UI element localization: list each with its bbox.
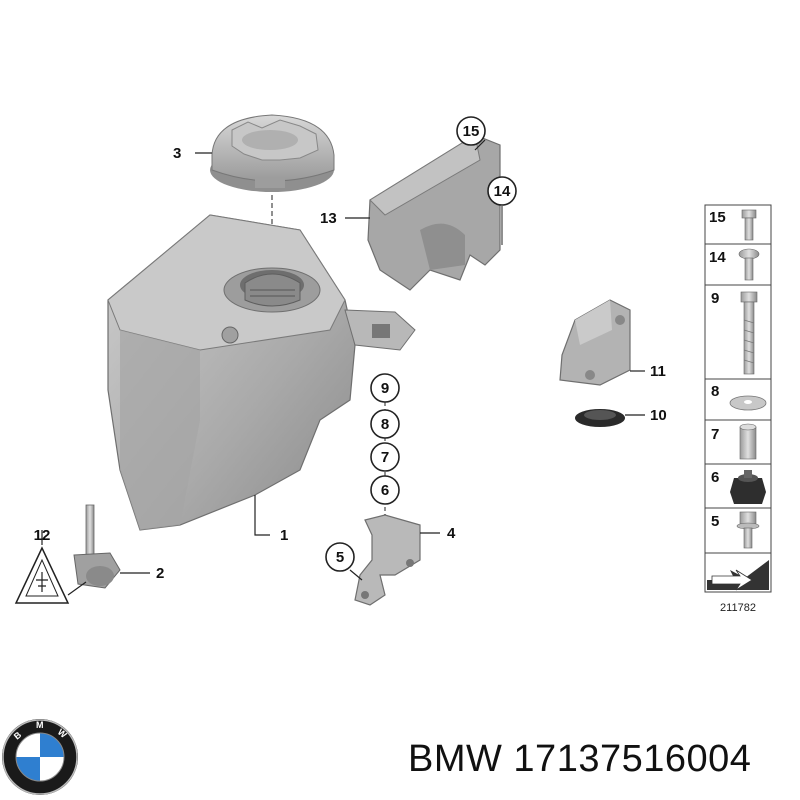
legend-label-6: 6 bbox=[711, 469, 719, 486]
callout-circles bbox=[325, 116, 517, 572]
bmw-logo: B M W bbox=[2, 719, 78, 795]
callout-12: 12 bbox=[34, 527, 51, 544]
callout-6: 6 bbox=[381, 482, 389, 499]
callout-1: 1 bbox=[280, 527, 288, 544]
reference-number: 211782 bbox=[720, 602, 756, 614]
legend-label-9: 9 bbox=[711, 290, 719, 307]
legend-label-14: 14 bbox=[709, 249, 726, 266]
callout-circle-9 bbox=[370, 373, 400, 403]
callout-2: 2 bbox=[156, 565, 164, 582]
legend-sleeve-7 bbox=[739, 423, 757, 460]
callout-3: 3 bbox=[173, 145, 181, 162]
expansion-tank-part bbox=[107, 214, 416, 531]
cover-part bbox=[367, 134, 501, 291]
callout-5: 5 bbox=[336, 549, 344, 566]
callout-14: 14 bbox=[494, 183, 511, 200]
legend-bolt-9 bbox=[740, 291, 758, 375]
svg-text:M: M bbox=[36, 720, 44, 730]
callout-15: 15 bbox=[463, 123, 480, 140]
callout-13: 13 bbox=[320, 210, 337, 227]
callout-10: 10 bbox=[650, 407, 667, 424]
legend-bolt-5 bbox=[736, 511, 760, 549]
callout-circle-14 bbox=[487, 176, 517, 206]
bracket-part bbox=[559, 299, 631, 386]
callout-circle-6 bbox=[370, 475, 400, 505]
legend-label-7: 7 bbox=[711, 426, 719, 443]
svg-text:B: B bbox=[12, 729, 24, 741]
level-sensor-part bbox=[73, 504, 121, 589]
cap-part bbox=[210, 114, 335, 192]
legend-label-8: 8 bbox=[711, 383, 719, 400]
warning-triangle-icon bbox=[14, 546, 70, 604]
legend-label-15: 15 bbox=[709, 209, 726, 226]
legend-nut-6 bbox=[730, 470, 766, 504]
callout-9: 9 bbox=[381, 380, 389, 397]
callout-4: 4 bbox=[447, 525, 456, 542]
grommet-part bbox=[575, 409, 625, 427]
callout-circle-15 bbox=[456, 116, 486, 146]
callout-8: 8 bbox=[381, 416, 389, 433]
callout-circle-8 bbox=[370, 409, 400, 439]
legend-washer-8 bbox=[729, 395, 767, 411]
callout-circle-5 bbox=[325, 542, 355, 572]
direction-arrow-icon bbox=[707, 560, 769, 591]
legend-bolt-15 bbox=[741, 209, 757, 241]
callout-circle-7 bbox=[370, 442, 400, 472]
legend-screw-14 bbox=[738, 248, 760, 281]
callout-7: 7 bbox=[381, 449, 389, 466]
legend-label-5: 5 bbox=[711, 513, 719, 530]
callout-11: 11 bbox=[650, 363, 666, 380]
holder-part bbox=[354, 514, 421, 606]
fastener-legend: 15 14 9 8 7 6 5 bbox=[704, 204, 772, 593]
part-number-caption: BMW 17137516004 bbox=[408, 738, 752, 780]
